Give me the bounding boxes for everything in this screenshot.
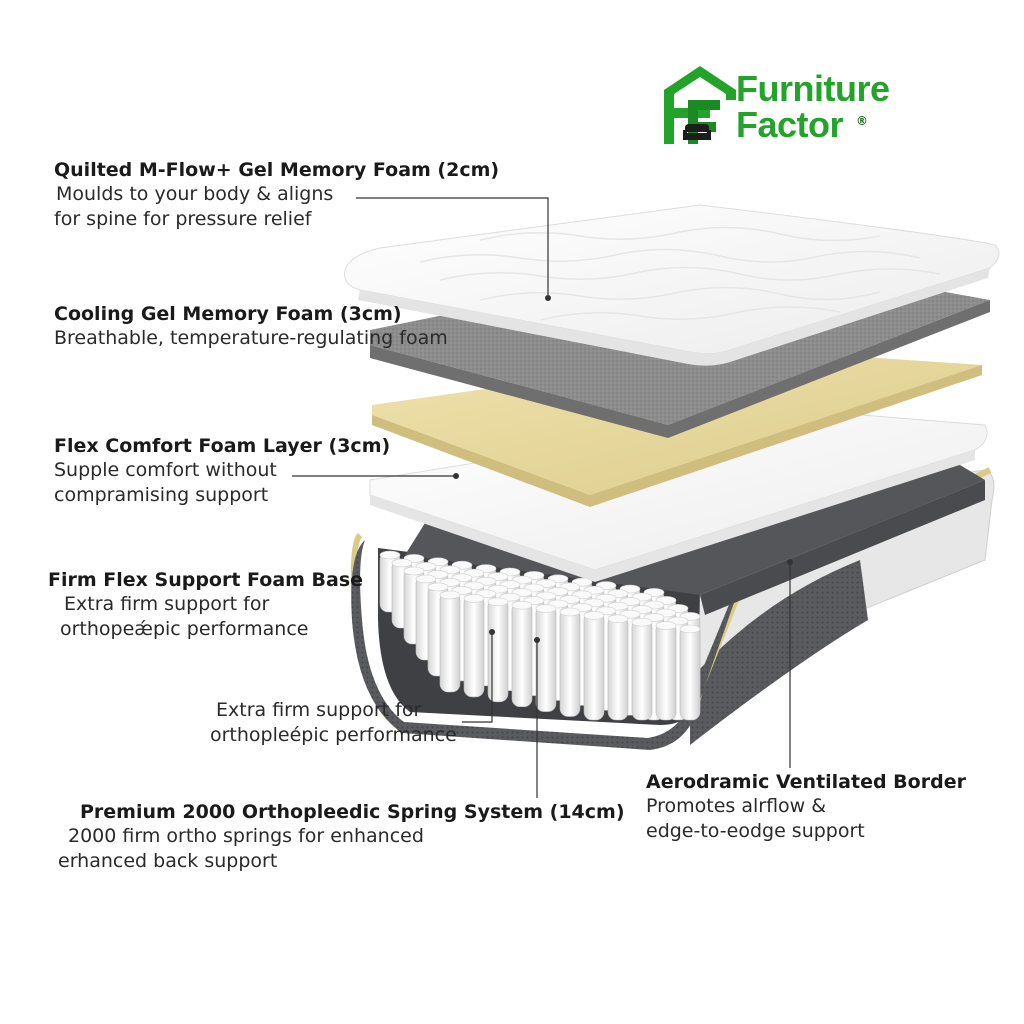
pocket-spring [583,612,605,721]
pocket-spring-top [679,624,701,634]
layer-desc-line: orthopleépic performance [210,724,457,746]
layer-title: Premium 2000 Orthopleedic Spring System … [80,801,625,823]
layer-desc-line: orthopeǽpic performance [60,618,309,640]
layer-title: Cooling Gel Memory Foam (3cm) [54,303,402,325]
brand-logo: Furniture Factor ® [660,60,930,150]
layer-desc-line: for spine for pressure relief [54,208,312,230]
pocket-spring-top [655,621,677,630]
layer-title: Firm Flex Support Foam Base [48,569,364,591]
label-quilted-top: Quilted M-Flow+ Gel Memory Foam (2cm) Mo… [54,158,499,232]
label-extra-firm: Extra firm support for orthopleépic perf… [210,698,457,748]
layer-desc-line: Promotes alrflow & [646,795,827,817]
layer-desc-line: Extra firm support for [64,593,270,615]
label-spring-system: Premium 2000 Orthopleedic Spring System … [58,800,625,874]
pocket-spring-top [463,594,485,603]
pocket-spring-top [379,550,401,560]
pocket-spring [655,622,677,721]
pocket-spring-top [631,617,653,627]
pocket-spring-top [583,611,605,620]
pocket-spring [631,618,653,721]
quilt-stitching [419,226,941,321]
pocket-spring [463,595,485,698]
layer-desc-line: Moulds to your body & aligns [56,183,334,205]
layer-desc-line: compramising support [54,484,269,506]
label-cooling-gel: Cooling Gel Memory Foam (3cm) Breathable… [54,302,448,351]
layer-desc-line: Extra firm support for [216,699,422,721]
label-support-base: Firm Flex Support Foam Base Extra firm s… [48,568,363,642]
pocket-spring [679,625,701,721]
pocket-spring [511,601,533,708]
brand-name-line1: Furniture [736,68,890,109]
pocket-spring-top [535,604,557,613]
layer-desc-line: 2000 firm ortho springs for enhanced [68,825,424,847]
pocket-spring-top [559,607,581,617]
layer-desc-line: erhanced back support [58,850,278,872]
pocket-spring-top [391,558,413,568]
pocket-spring-top [511,600,533,610]
label-flex-comfort: Flex Comfort Foam Layer (3cm) Supple com… [54,434,390,508]
pocket-spring-top [607,614,629,624]
sofa-icon [683,124,711,140]
label-ventilated-border: Aerodramic Ventilated Border Promotes al… [646,770,966,844]
pocket-spring-top [415,574,437,584]
pocket-spring [559,608,581,717]
brand-name-line2: Factor [736,104,844,145]
layer-title: Aerodramic Ventilated Border [646,771,966,793]
pocket-spring-top [487,597,509,607]
pocket-spring-top [403,566,425,576]
spring-system [379,550,701,721]
layer-title: Flex Comfort Foam Layer (3cm) [54,435,391,457]
leader-lines [292,197,791,798]
layer-title: Quilted M-Flow+ Gel Memory Foam (2cm) [54,159,500,181]
pocket-spring [439,591,461,693]
pocket-spring [535,605,557,712]
pocket-spring [487,598,509,703]
pocket-spring-top [439,590,461,600]
layer-desc-line: Supple comfort without [54,459,277,481]
pocket-spring-top [427,582,449,592]
pocket-spring [607,615,629,721]
ventilated-border [690,560,868,745]
layer-desc-line: Breathable, temperature-regulating foam [54,327,448,349]
registered-mark: ® [856,114,868,128]
layer-desc-line: edge-to-eodge support [646,820,865,842]
